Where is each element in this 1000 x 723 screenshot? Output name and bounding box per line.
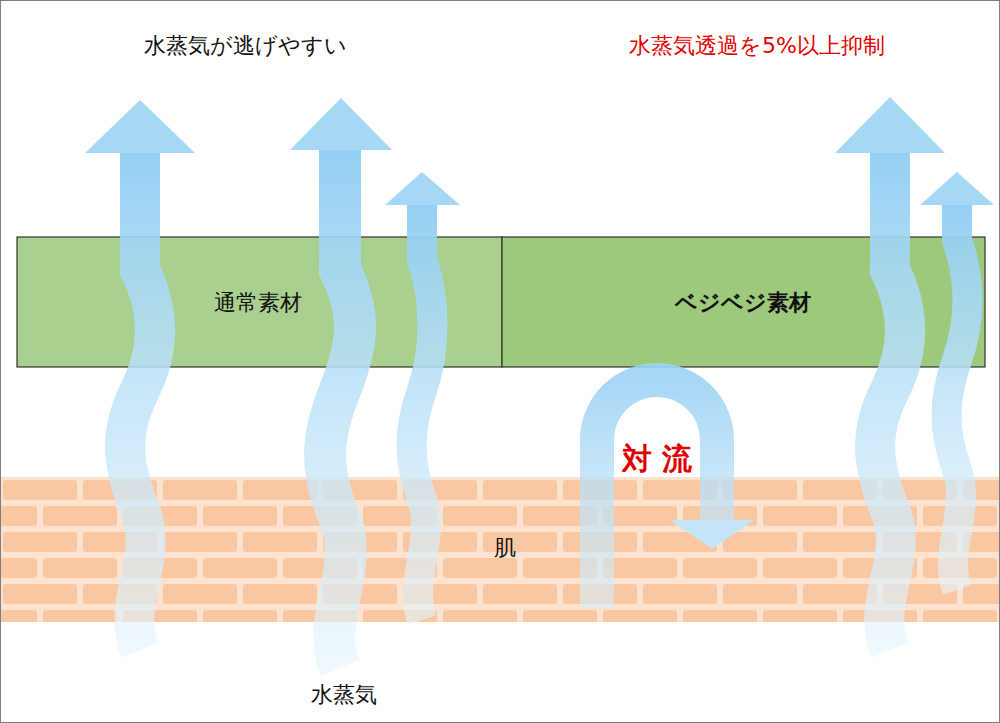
convection-label: 対 流 [622,439,692,480]
vapor-arrows [85,97,994,668]
note-text: 水蒸気透過を5%以上抑制 [629,31,885,61]
convection-arrow [597,380,754,608]
vapor-label: 水蒸気 [311,680,377,710]
node-text: ベジベジ素材 [675,288,811,318]
node-text: 肌 [494,533,516,563]
note-text: 水蒸気が逃げやすい [144,31,347,61]
node-text: 通常素材 [214,288,302,318]
material-band: 通常素材 [17,237,502,367]
skin-band: 肌 [1,477,999,622]
material-band: ベジベジ素材 [502,237,985,367]
